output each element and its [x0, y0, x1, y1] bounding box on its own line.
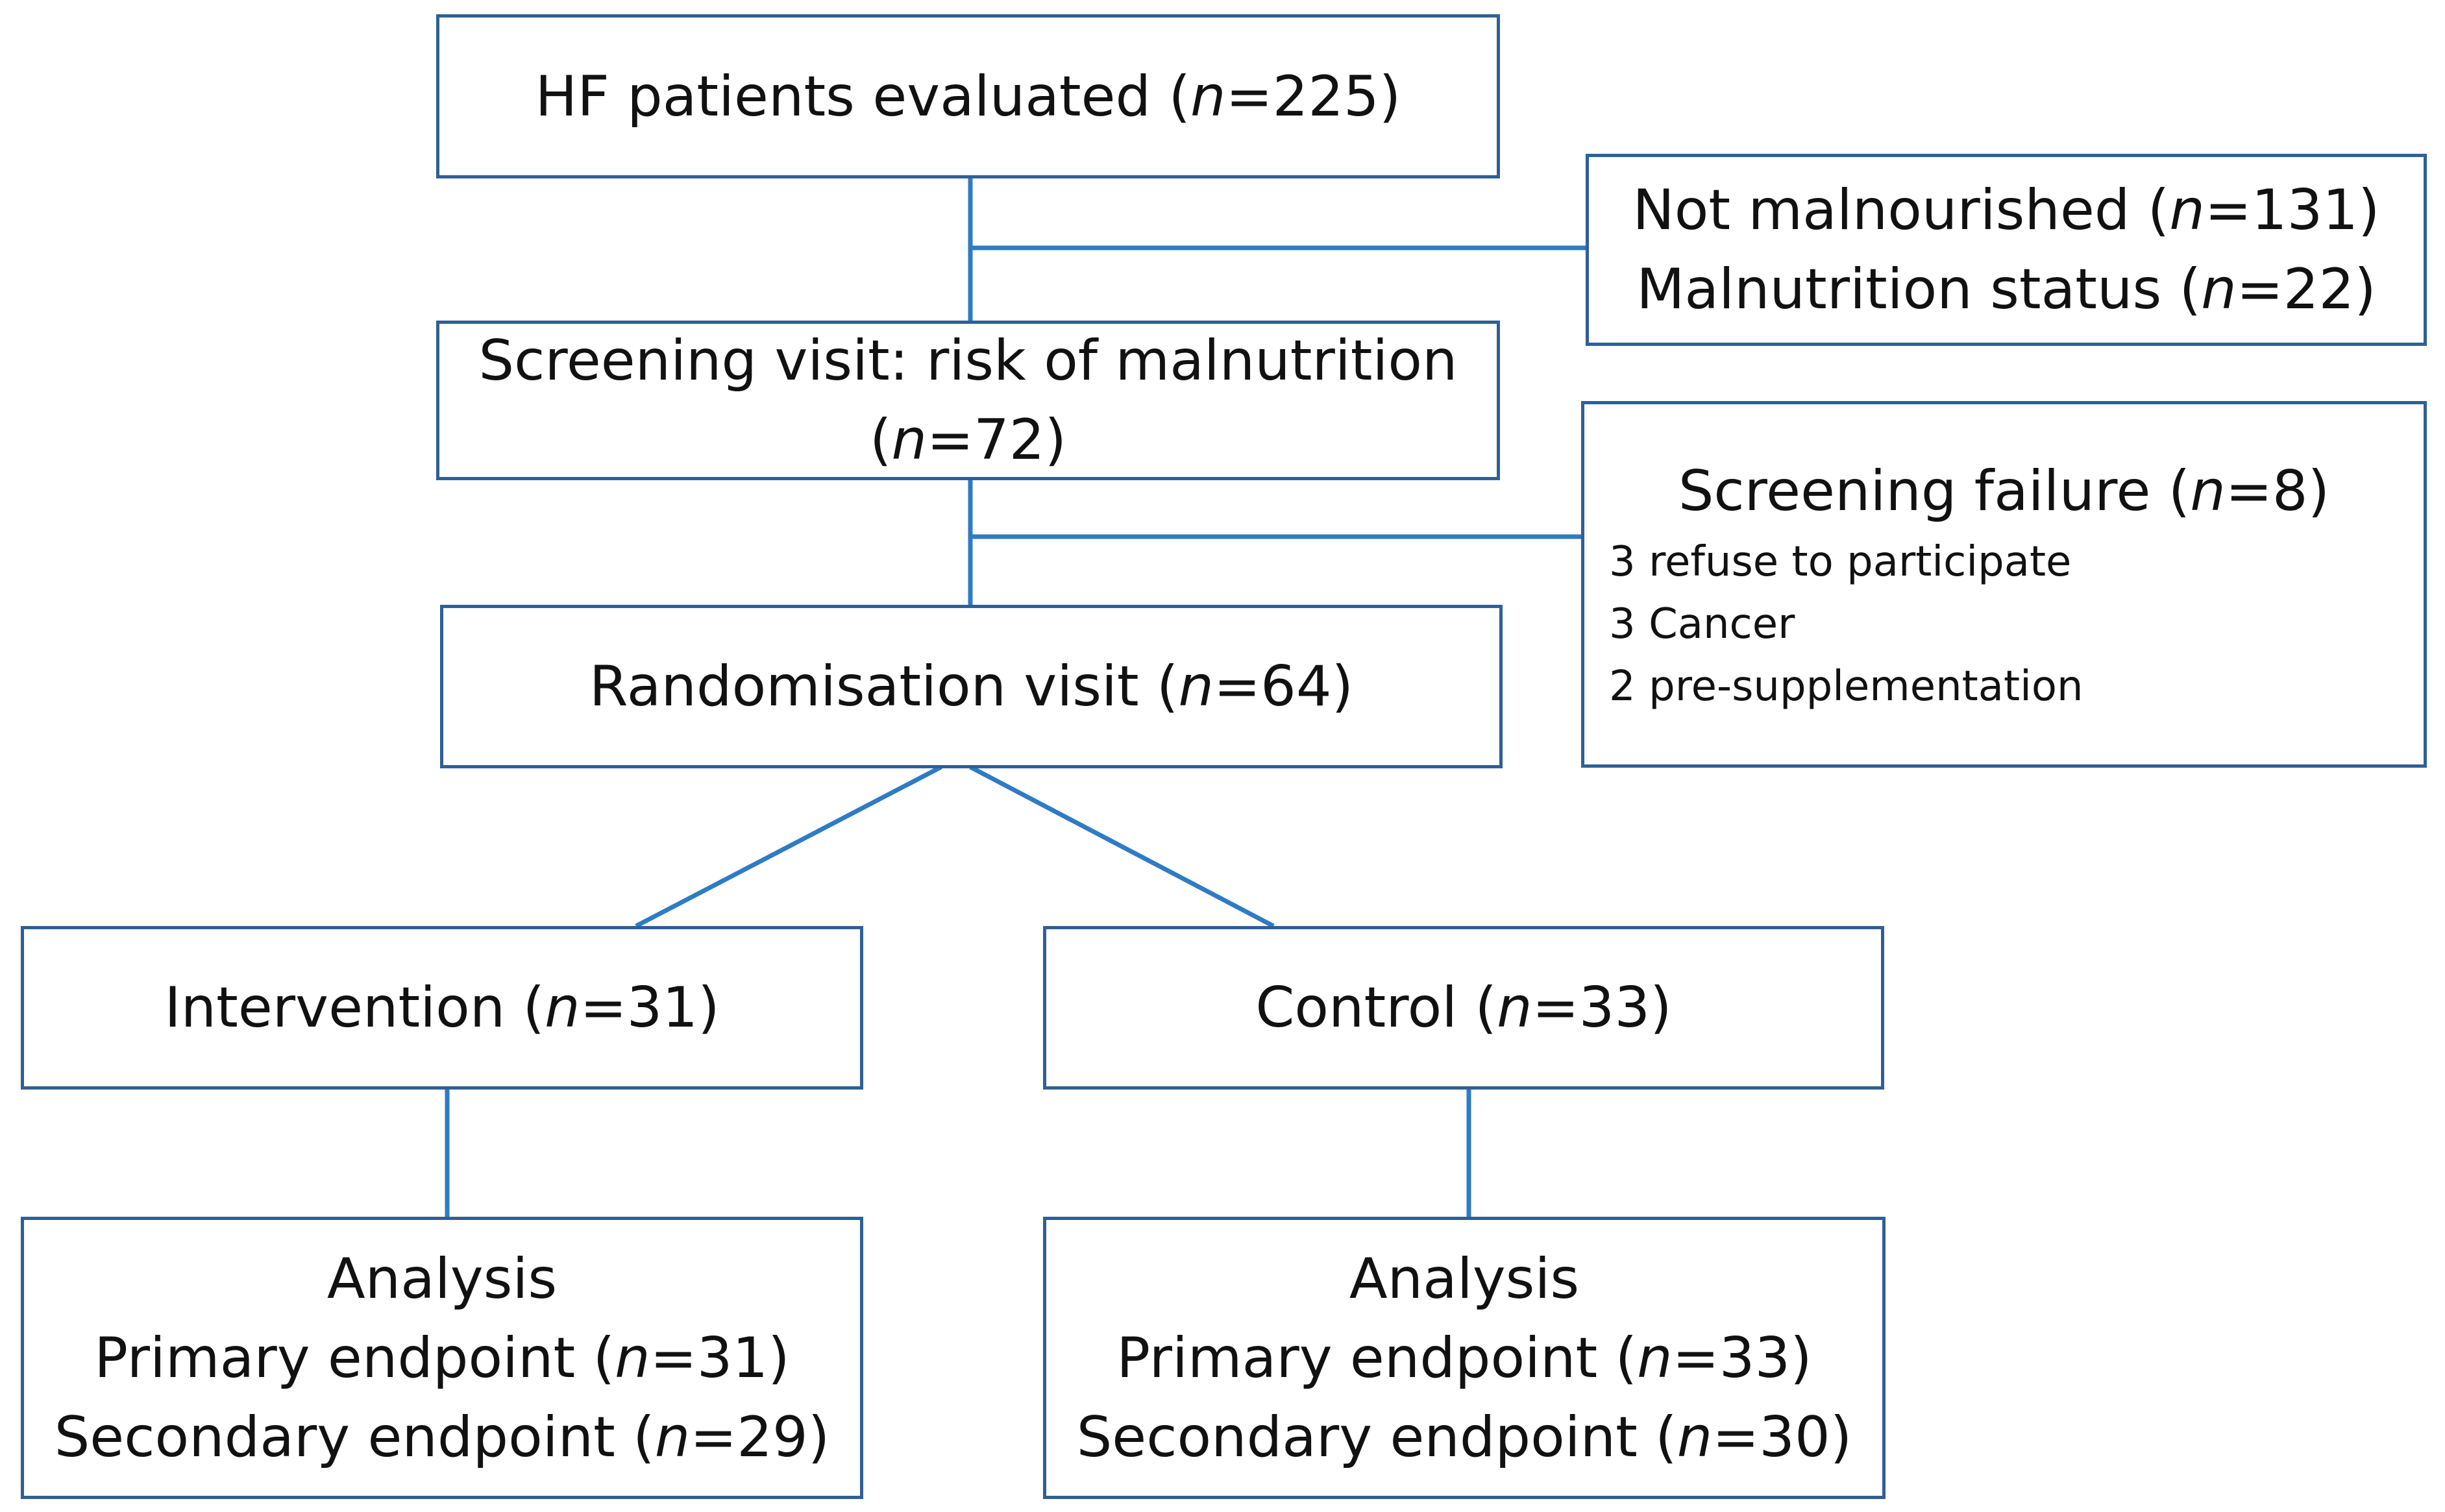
- randomisation-label: Randomisation visit (n=64): [589, 654, 1354, 719]
- evaluated-box: HF patients evaluated (n=225): [436, 14, 1500, 178]
- analysis-title: Analysis: [1349, 1246, 1580, 1311]
- not-malnourished-label: Not malnourished (n=131): [1632, 178, 2380, 243]
- primary-endpoint-label: Primary endpoint (n=31): [94, 1325, 790, 1391]
- analysis-intervention-box: Analysis Primary endpoint (n=31) Seconda…: [21, 1217, 863, 1499]
- primary-endpoint-label: Primary endpoint (n=33): [1116, 1325, 1812, 1391]
- control-label: Control (n=33): [1255, 975, 1672, 1040]
- connector-randomisation-control: [969, 764, 1275, 929]
- connector-randomisation-intervention: [635, 764, 942, 929]
- screening-failure-box: Screening failure (n=8) 3 refuse to part…: [1581, 401, 2427, 768]
- screening-count: (n=72): [869, 408, 1067, 472]
- malnutrition-status-label: Malnutrition status (n=22): [1636, 257, 2376, 322]
- intervention-box: Intervention (n=31): [21, 926, 863, 1090]
- evaluated-label: HF patients evaluated (n=225): [535, 64, 1401, 129]
- screening-failure-reasons: 3 refuse to participate 3 Cancer 2 pre-s…: [1584, 531, 2083, 718]
- control-box: Control (n=33): [1043, 926, 1884, 1090]
- secondary-endpoint-label: Secondary endpoint (n=29): [54, 1404, 830, 1470]
- excluded-box: Not malnourished (n=131) Malnutrition st…: [1586, 154, 2427, 346]
- failure-reason: 2 pre-supplementation: [1609, 662, 2083, 711]
- analysis-control-box: Analysis Primary endpoint (n=33) Seconda…: [1043, 1217, 1886, 1499]
- screening-failure-title: Screening failure (n=8): [1678, 458, 2330, 524]
- analysis-title: Analysis: [326, 1246, 558, 1311]
- screening-title: Screening visit: risk of malnutrition: [478, 328, 1458, 393]
- intervention-label: Intervention (n=31): [164, 975, 720, 1040]
- randomisation-box: Randomisation visit (n=64): [440, 605, 1503, 768]
- failure-reason: 3 Cancer: [1609, 600, 1795, 648]
- screening-box: Screening visit: risk of malnutrition (n…: [436, 321, 1500, 480]
- secondary-endpoint-label: Secondary endpoint (n=30): [1076, 1404, 1852, 1470]
- failure-reason: 3 refuse to participate: [1609, 537, 2072, 586]
